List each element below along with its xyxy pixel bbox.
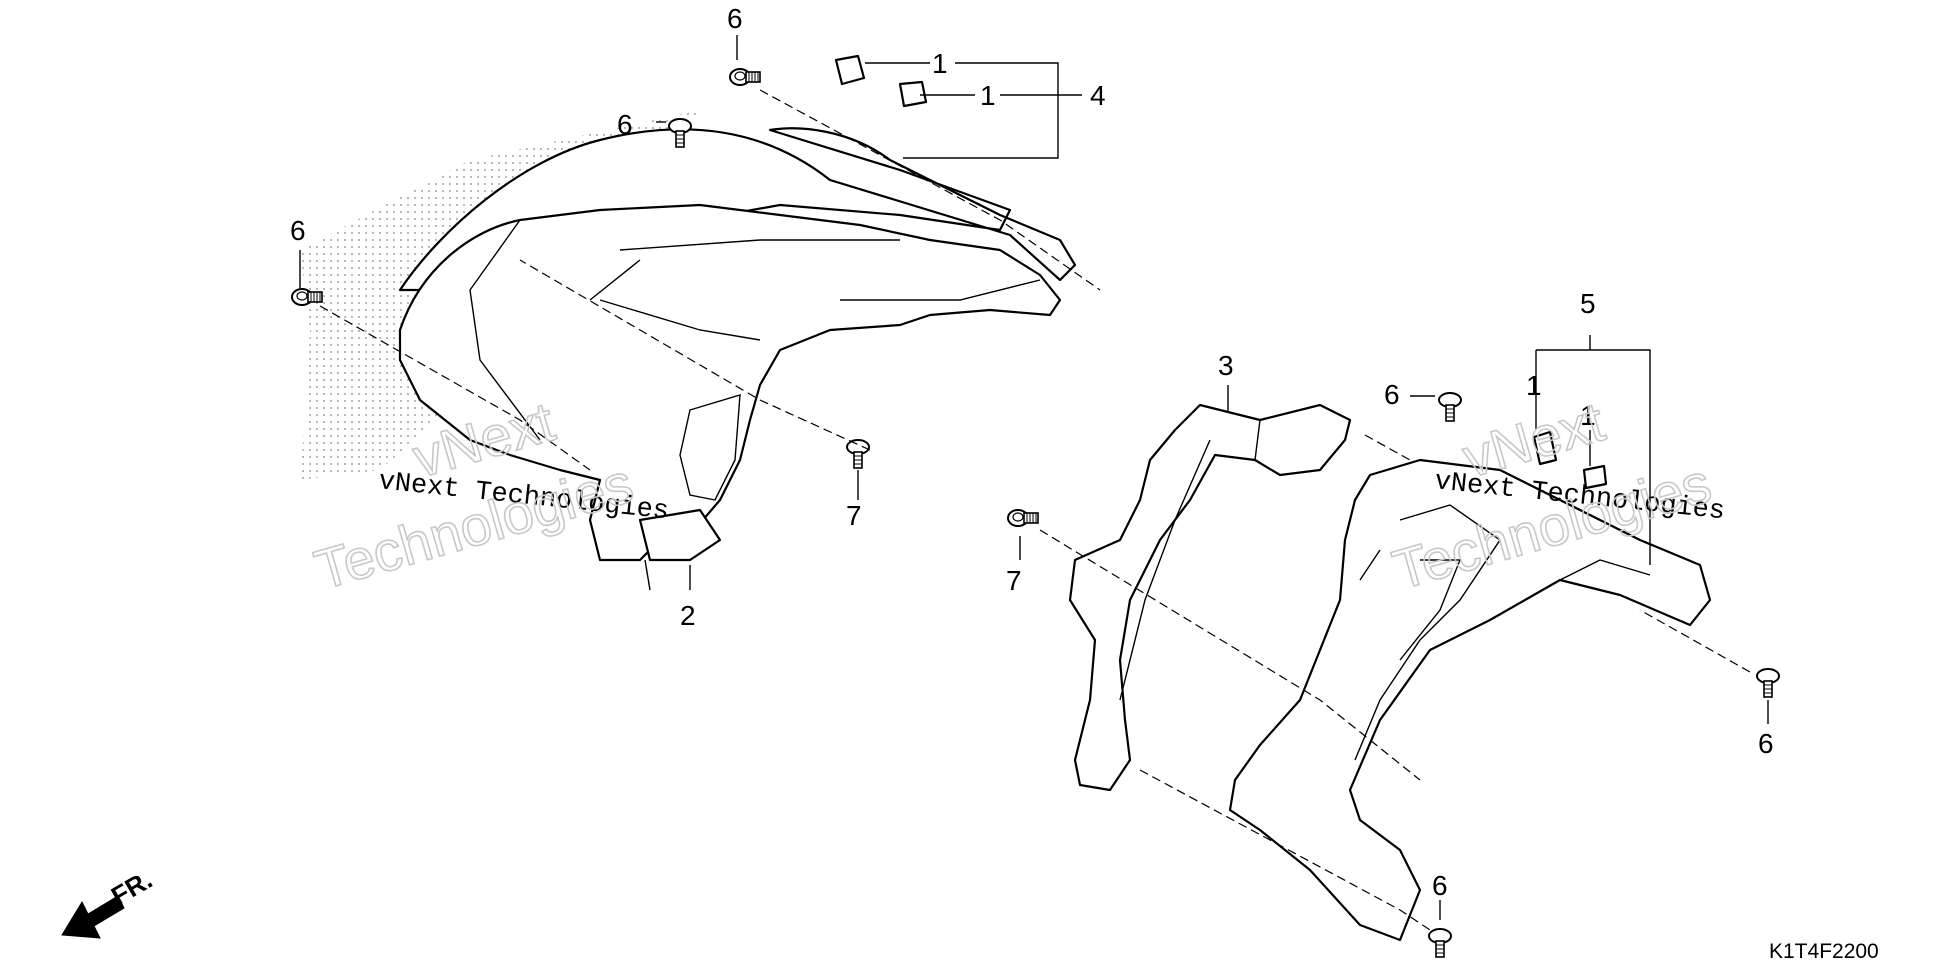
callout-7-left: 7 bbox=[846, 500, 862, 531]
callout-2: 2 bbox=[680, 600, 696, 631]
callout-6-right: 6 bbox=[1758, 728, 1774, 759]
callout-1-right-b: 1 bbox=[1580, 400, 1596, 431]
callouts: 6 6 6 1 1 4 7 2 3 6 5 1 1 7 6 6 bbox=[290, 3, 1774, 901]
lower-bracket bbox=[638, 508, 722, 562]
callout-7-center: 7 bbox=[1006, 565, 1022, 596]
outer-cowl-detail bbox=[1354, 504, 1651, 761]
pad-1d bbox=[1582, 464, 1608, 490]
front-direction-indicator: FR. bbox=[61, 864, 157, 939]
part-1-pads bbox=[834, 54, 1608, 490]
callout-6-left-upper: 6 bbox=[617, 109, 633, 140]
part-3-inner-panel bbox=[1068, 403, 1352, 792]
bolt-7-center bbox=[1007, 509, 1039, 527]
leader-lines bbox=[299, 35, 1769, 920]
screw-6-bottom bbox=[1428, 928, 1452, 958]
callout-6-top: 6 bbox=[727, 3, 743, 34]
screw-6-right bbox=[1756, 668, 1780, 698]
callout-6-center: 6 bbox=[1384, 379, 1400, 410]
callout-1-right-a: 1 bbox=[1526, 370, 1542, 401]
callout-1-top: 1 bbox=[932, 48, 948, 79]
right-assembly bbox=[1068, 403, 1712, 942]
pad-1a bbox=[834, 54, 866, 86]
callout-1-mid: 1 bbox=[980, 80, 996, 111]
cowl-window bbox=[679, 394, 741, 501]
callout-3: 3 bbox=[1218, 350, 1234, 381]
outer-cowl bbox=[1228, 458, 1712, 942]
callout-4: 4 bbox=[1090, 80, 1106, 111]
screw-6-center bbox=[1438, 392, 1462, 422]
callout-6-left: 6 bbox=[290, 215, 306, 246]
part-3-detail bbox=[1119, 419, 1261, 701]
front-arrow-icon bbox=[61, 895, 125, 939]
bolt-6-top bbox=[729, 68, 761, 86]
screw-7-left bbox=[846, 439, 870, 469]
bolt-6-left bbox=[291, 288, 323, 306]
pad-1b bbox=[898, 80, 928, 108]
callout-6-bottom: 6 bbox=[1432, 870, 1448, 901]
callout-5: 5 bbox=[1580, 288, 1596, 319]
cowl-detail bbox=[469, 219, 1041, 591]
shading-dots bbox=[300, 110, 700, 480]
pad-1c bbox=[1532, 430, 1558, 466]
alignment-lines bbox=[319, 89, 1751, 931]
diagram-code: K1T4F2200 bbox=[1769, 940, 1879, 963]
